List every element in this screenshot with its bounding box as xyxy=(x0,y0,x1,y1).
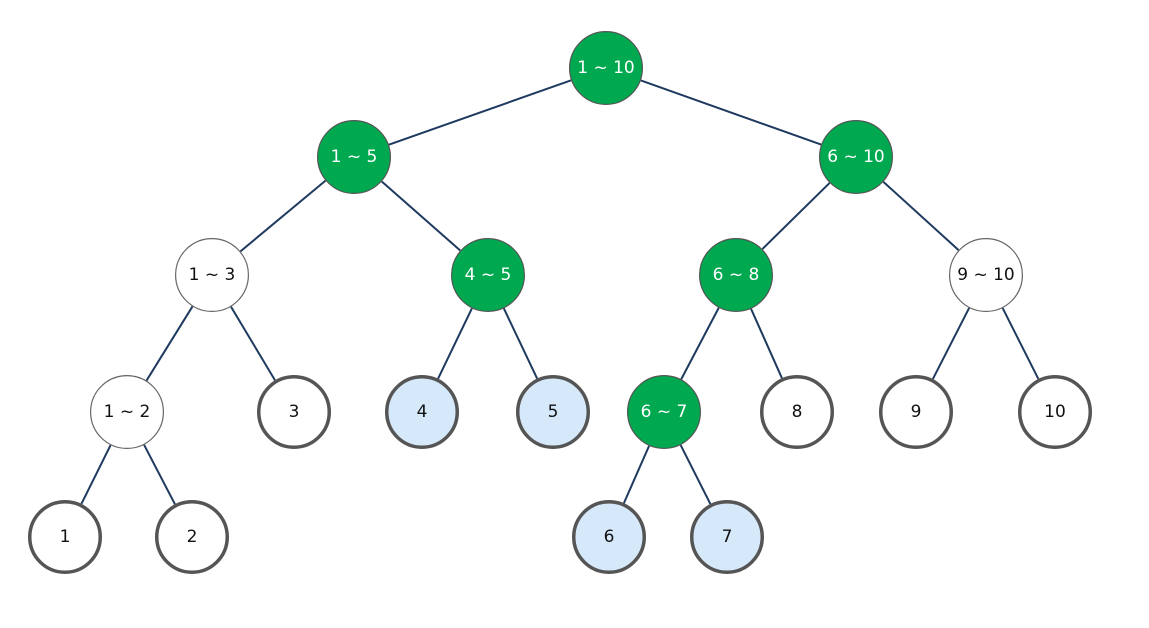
edge-6-7-to-6 xyxy=(622,445,651,504)
tree-node-8: 8 xyxy=(760,375,834,449)
tree-node-6: 6 xyxy=(572,500,646,574)
node-label: 1 xyxy=(60,527,71,547)
node-circle xyxy=(760,375,834,449)
tree-node-1-10: 1 ~ 10 xyxy=(568,30,643,106)
node-label: 1 ~ 3 xyxy=(189,265,236,285)
node-circle xyxy=(385,375,459,449)
tree-edges xyxy=(80,79,1040,505)
tree-node-10: 10 xyxy=(1018,375,1092,449)
edge-6-7-to-7 xyxy=(679,444,712,505)
edge-1-10-to-1-5 xyxy=(388,79,572,146)
edge-1-5-to-1-3 xyxy=(239,179,327,253)
edge-1-2-to-2 xyxy=(143,444,176,505)
tree-node-5: 5 xyxy=(516,375,590,449)
tree-node-9: 9 xyxy=(879,375,953,449)
node-label: 3 xyxy=(289,402,300,422)
node-circle xyxy=(89,375,165,450)
tree-node-1-5: 1 ~ 5 xyxy=(317,119,392,195)
edge-9-10-to-10 xyxy=(1001,307,1040,380)
node-circle xyxy=(626,375,701,450)
node-label: 1 ~ 5 xyxy=(331,147,378,167)
node-label: 6 xyxy=(604,527,615,547)
edge-6-10-to-9-10 xyxy=(882,181,960,251)
node-circle xyxy=(698,238,773,313)
node-label: 10 xyxy=(1044,402,1066,422)
node-circle xyxy=(948,238,1023,313)
tree-node-2: 2 xyxy=(155,500,229,574)
tree-nodes: 1 ~ 10 1 ~ 5 6 ~ 10 1 ~ 3 4 ~ 5 6 ~ 8 9 ~ 10 1 … xyxy=(28,30,1092,574)
node-label: 9 ~ 10 xyxy=(957,265,1015,285)
node-label: 9 xyxy=(911,402,922,422)
tree-node-6-7: 6 ~ 7 xyxy=(626,375,701,450)
tree-node-1: 1 xyxy=(28,500,102,574)
edge-9-10-to-9 xyxy=(931,307,971,380)
tree-node-4: 4 xyxy=(385,375,459,449)
edge-1-5-to-4-5 xyxy=(381,180,461,252)
node-circle xyxy=(879,375,953,449)
node-label: 6 ~ 8 xyxy=(713,265,760,285)
node-label: 6 ~ 7 xyxy=(641,402,688,422)
node-circle xyxy=(572,500,646,574)
node-circle xyxy=(28,500,102,574)
node-label: 6 ~ 10 xyxy=(827,147,885,167)
tree-node-9-10: 9 ~ 10 xyxy=(948,238,1023,313)
node-label: 4 xyxy=(417,402,428,422)
node-circle xyxy=(451,238,526,313)
edge-1-2-to-1 xyxy=(80,444,112,505)
edge-6-8-to-6-7 xyxy=(680,307,720,380)
node-circle xyxy=(155,500,229,574)
node-circle xyxy=(818,119,893,195)
node-circle xyxy=(568,30,643,106)
node-label: 1 ~ 10 xyxy=(577,58,635,78)
tree-node-1-3: 1 ~ 3 xyxy=(175,238,250,313)
edge-1-3-to-3 xyxy=(230,306,276,381)
node-label: 7 xyxy=(722,527,733,547)
tree-node-1-2: 1 ~ 2 xyxy=(89,375,165,450)
edge-6-8-to-8 xyxy=(750,308,783,379)
edge-6-10-to-6-8 xyxy=(761,182,831,250)
tree-node-3: 3 xyxy=(257,375,331,449)
node-circle xyxy=(257,375,331,449)
tree-node-7: 7 xyxy=(690,500,764,574)
node-circle xyxy=(1018,375,1092,449)
edge-1-3-to-1-2 xyxy=(145,305,194,382)
edge-4-5-to-5 xyxy=(502,307,539,380)
node-circle xyxy=(175,238,250,313)
tree-node-6-10: 6 ~ 10 xyxy=(818,119,893,195)
tree-node-4-5: 4 ~ 5 xyxy=(451,238,526,313)
edge-1-10-to-6-10 xyxy=(640,79,822,146)
node-circle xyxy=(317,119,392,195)
node-label: 8 xyxy=(792,402,803,422)
node-label: 4 ~ 5 xyxy=(465,265,512,285)
edge-4-5-to-4 xyxy=(437,307,473,380)
node-circle xyxy=(516,375,590,449)
tree-node-6-8: 6 ~ 8 xyxy=(698,238,773,313)
node-circle xyxy=(690,500,764,574)
node-label: 1 ~ 2 xyxy=(104,402,151,422)
node-label: 5 xyxy=(548,402,559,422)
node-label: 2 xyxy=(187,527,198,547)
